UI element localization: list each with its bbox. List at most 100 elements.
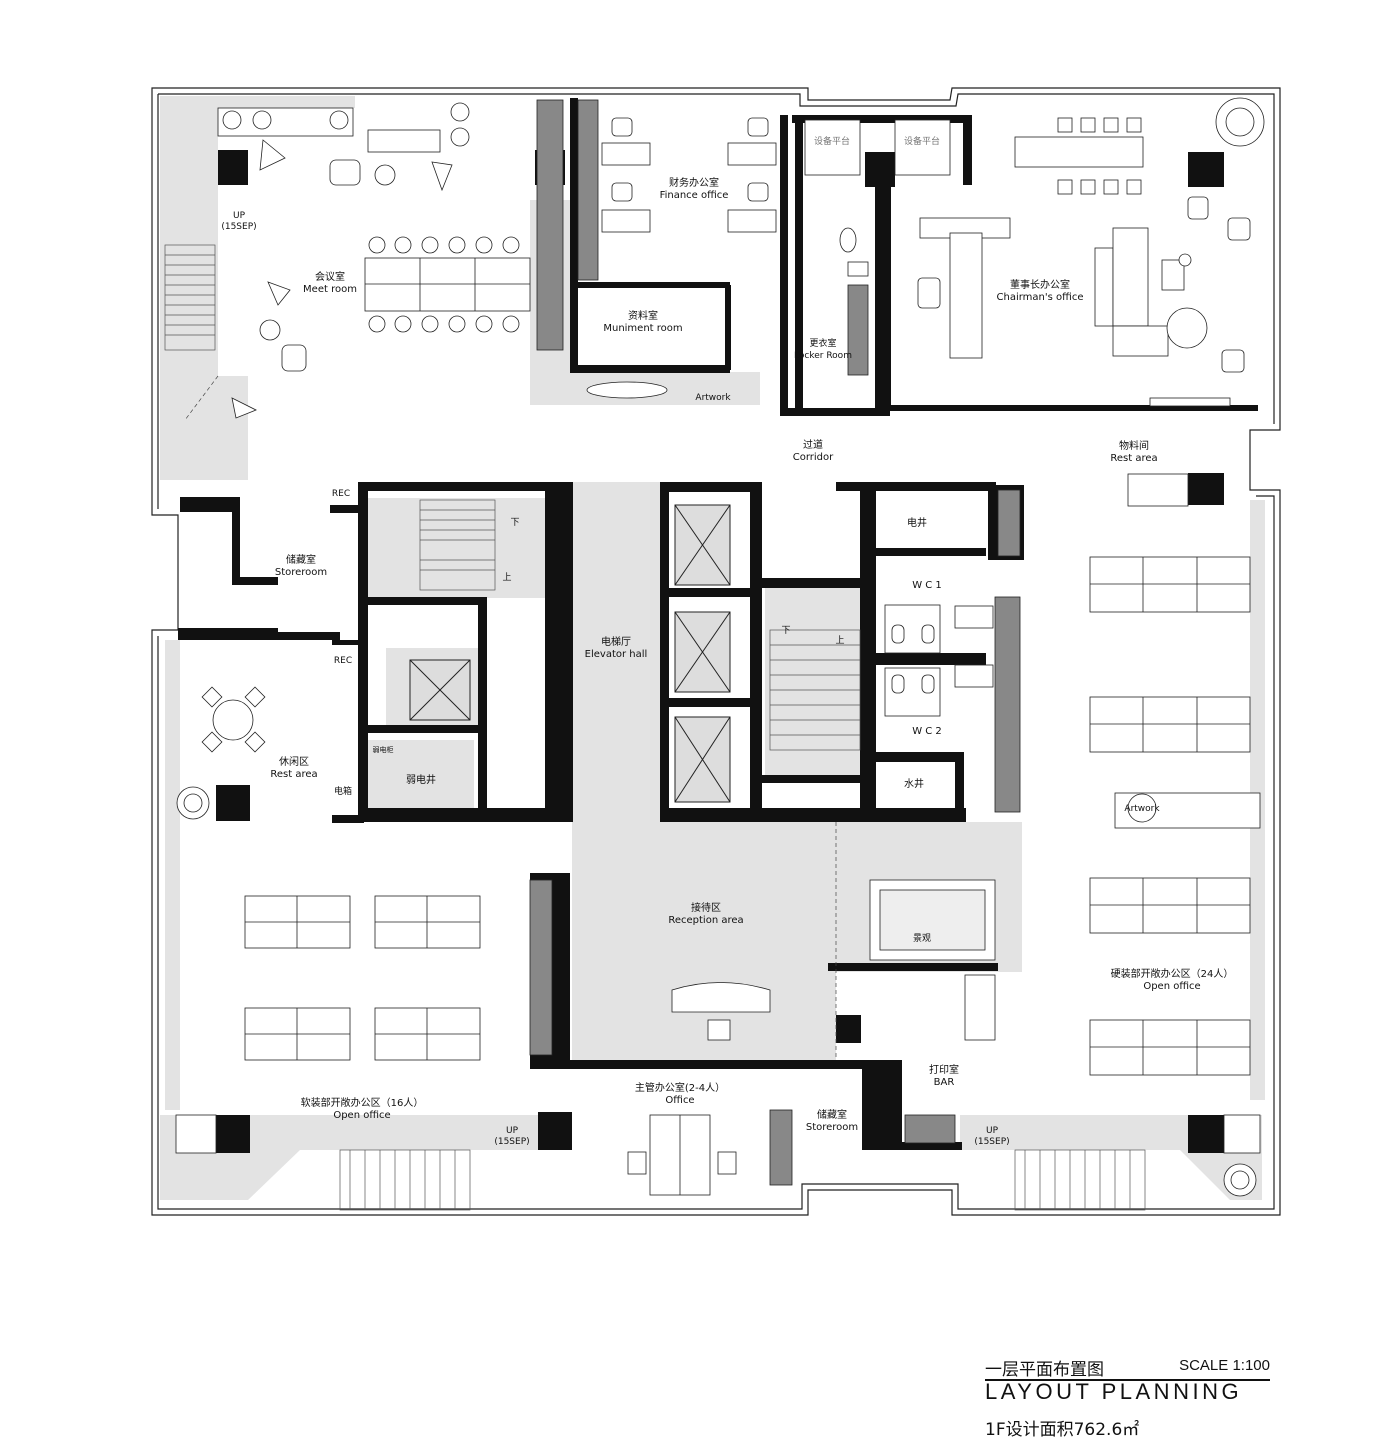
reception-area-cn: 接待区 [690, 903, 721, 914]
finance-desks [601, 117, 777, 233]
stair-up-label-2: UP [505, 1126, 519, 1136]
stair-sep-label-2: (15SEP) [494, 1137, 530, 1147]
print-room-cn: 打印室 [929, 1065, 959, 1076]
reception-furniture [175, 879, 1261, 1196]
muniment-room-cn: 资料室 [627, 311, 658, 322]
room-label-muniment-room: 资料室 Muniment room [603, 311, 682, 335]
open-office-right-desks [1089, 556, 1251, 1076]
round-table [201, 686, 266, 753]
title-en: LAYOUT PLANNING [985, 1379, 1243, 1404]
elevator-hall-en: Elevator hall [584, 649, 648, 660]
room-label-open-office-right: 硬装部开敞办公区（24人） Open office [1111, 969, 1234, 993]
room-label-corridor: 过道 Corridor [793, 440, 834, 464]
room-label-rest-area-left: 休闲区 Rest area [270, 757, 317, 781]
room-label-wc2: W C 2 [912, 726, 942, 738]
open-office-left-desks [244, 895, 481, 1061]
rest-area-left-cn: 休闲区 [278, 757, 309, 768]
locker-room-en: Locker Room [794, 351, 852, 361]
electric-well-cn: 电井 [907, 518, 927, 529]
title-divider [985, 1379, 1270, 1381]
room-label-locker-room: 更衣室 Locker Room [794, 338, 852, 362]
room-label-print-room: 打印室 BAR [929, 1065, 959, 1089]
room-label-weak-electric-well: 弱电井 [406, 775, 436, 787]
artwork-shape [586, 381, 668, 399]
room-label-open-office-left: 软装部开敞办公区（16人） Open office [301, 1098, 424, 1122]
room-label-finance-office: 财务办公室 Finance office [660, 178, 729, 202]
area-label: 1F设计面积762.6㎡ [985, 1420, 1140, 1440]
stair-up-tag-1: 上 [502, 573, 512, 583]
manager-office-cn: 主管办公室(2-4人） [634, 1083, 726, 1094]
finance-office-cn: 财务办公室 [669, 178, 719, 189]
equipment-tag-1: 设备平台 [813, 137, 851, 147]
room-label-manager-office: 主管办公室(2-4人） Office [635, 1083, 725, 1107]
cabinets [529, 99, 1021, 1186]
artwork-tag-top: Artwork [695, 393, 731, 403]
wc1-cn: W C 1 [912, 580, 942, 591]
room-label-storeroom-left: 储藏室 Storeroom [275, 555, 327, 579]
chairman-office-cn: 董事长办公室 [1009, 280, 1070, 291]
meeting-table [217, 107, 531, 419]
building-outline [151, 87, 1281, 1216]
room-label-elevator-hall: 电梯厅 Elevator hall [585, 637, 648, 661]
open-office-right-en: Open office [1143, 981, 1201, 992]
stair-sep-label-3: (15SEP) [974, 1137, 1010, 1147]
room-label-chairman-office: 董事长办公室 Chairman's office [997, 280, 1084, 304]
weak-electric-well-cn: 弱电井 [406, 775, 436, 786]
corridor-cn: 过道 [802, 440, 823, 451]
stairs [164, 244, 1146, 1211]
finance-office-en: Finance office [659, 190, 729, 201]
muniment-room-en: Muniment room [603, 323, 683, 334]
rest-area-right-en: Rest area [1110, 453, 1158, 464]
room-label-wc1: W C 1 [912, 580, 942, 592]
room-label-rest-area-right: 物料间 Rest area [1110, 441, 1157, 465]
room-label-storeroom-bottom: 储藏室 Storeroom [806, 1110, 858, 1134]
plant-icons [176, 97, 1265, 1197]
artwork-tag-right: Artwork [1124, 804, 1160, 814]
open-office-left-en: Open office [333, 1110, 391, 1121]
room-label-weak-electric-cabinet: 弱电柜 [373, 746, 394, 754]
landscape-tag: 景观 [912, 934, 932, 944]
rec-tag-1: REC [331, 489, 351, 499]
room-label-meet-room: 会议室 Meet room [303, 272, 357, 296]
corridor-lines [184, 375, 837, 1060]
reception-area-en: Reception area [668, 915, 744, 926]
meet-room-cn: 会议室 [315, 272, 345, 283]
print-room-en: BAR [933, 1077, 955, 1088]
room-label-water-well: 水井 [904, 779, 924, 791]
open-office-left-cn: 软装部开敞办公区（16人） [300, 1098, 424, 1109]
elevator-hall-cn: 电梯厅 [601, 637, 631, 648]
meet-room-en: Meet room [303, 284, 357, 295]
rec-tag-2: REC [333, 656, 353, 666]
equipment-tag-2: 设备平台 [903, 137, 941, 147]
stair-down-tag-1: 下 [510, 518, 520, 528]
stair-sep-label-1: (15SEP) [221, 222, 257, 232]
walls [178, 98, 1258, 1153]
rest-area-left-en: Rest area [270, 769, 318, 780]
manager-office-en: Office [665, 1095, 695, 1106]
rest-area-right-cn: 物料间 [1118, 441, 1149, 452]
stair-down-tag-2: 下 [781, 626, 791, 636]
storeroom-bottom-cn: 储藏室 [817, 1110, 847, 1121]
elevator-shafts [409, 504, 731, 803]
chairman-furniture [917, 117, 1251, 407]
title-cn: 一层平面布置图 [985, 1360, 1104, 1380]
corridor-en: Corridor [792, 452, 834, 463]
scale-label: SCALE 1:100 [1179, 1357, 1270, 1374]
stair-up-label-3: UP [985, 1126, 999, 1136]
room-label-reception-area: 接待区 Reception area [668, 903, 743, 927]
locker-room-cn: 更衣室 [809, 339, 837, 349]
stair-up-label-1: UP [232, 211, 246, 221]
fixtures [804, 119, 994, 717]
storeroom-left-cn: 储藏室 [286, 555, 316, 566]
chairman-office-en: Chairman's office [996, 292, 1084, 303]
room-label-electric-well: 电井 [907, 518, 927, 530]
open-office-right-cn: 硬装部开敞办公区（24人） [1110, 969, 1234, 980]
rest-area-bar [1114, 473, 1261, 829]
storeroom-bottom-en: Storeroom [805, 1122, 859, 1133]
electric-box-tag: 电箱 [333, 787, 353, 797]
weak-electric-cabinet-cn: 弱电柜 [372, 746, 394, 754]
water-well-cn: 水井 [904, 779, 924, 790]
stair-up-tag-2: 上 [835, 636, 845, 646]
wc2-cn: W C 2 [912, 726, 942, 737]
